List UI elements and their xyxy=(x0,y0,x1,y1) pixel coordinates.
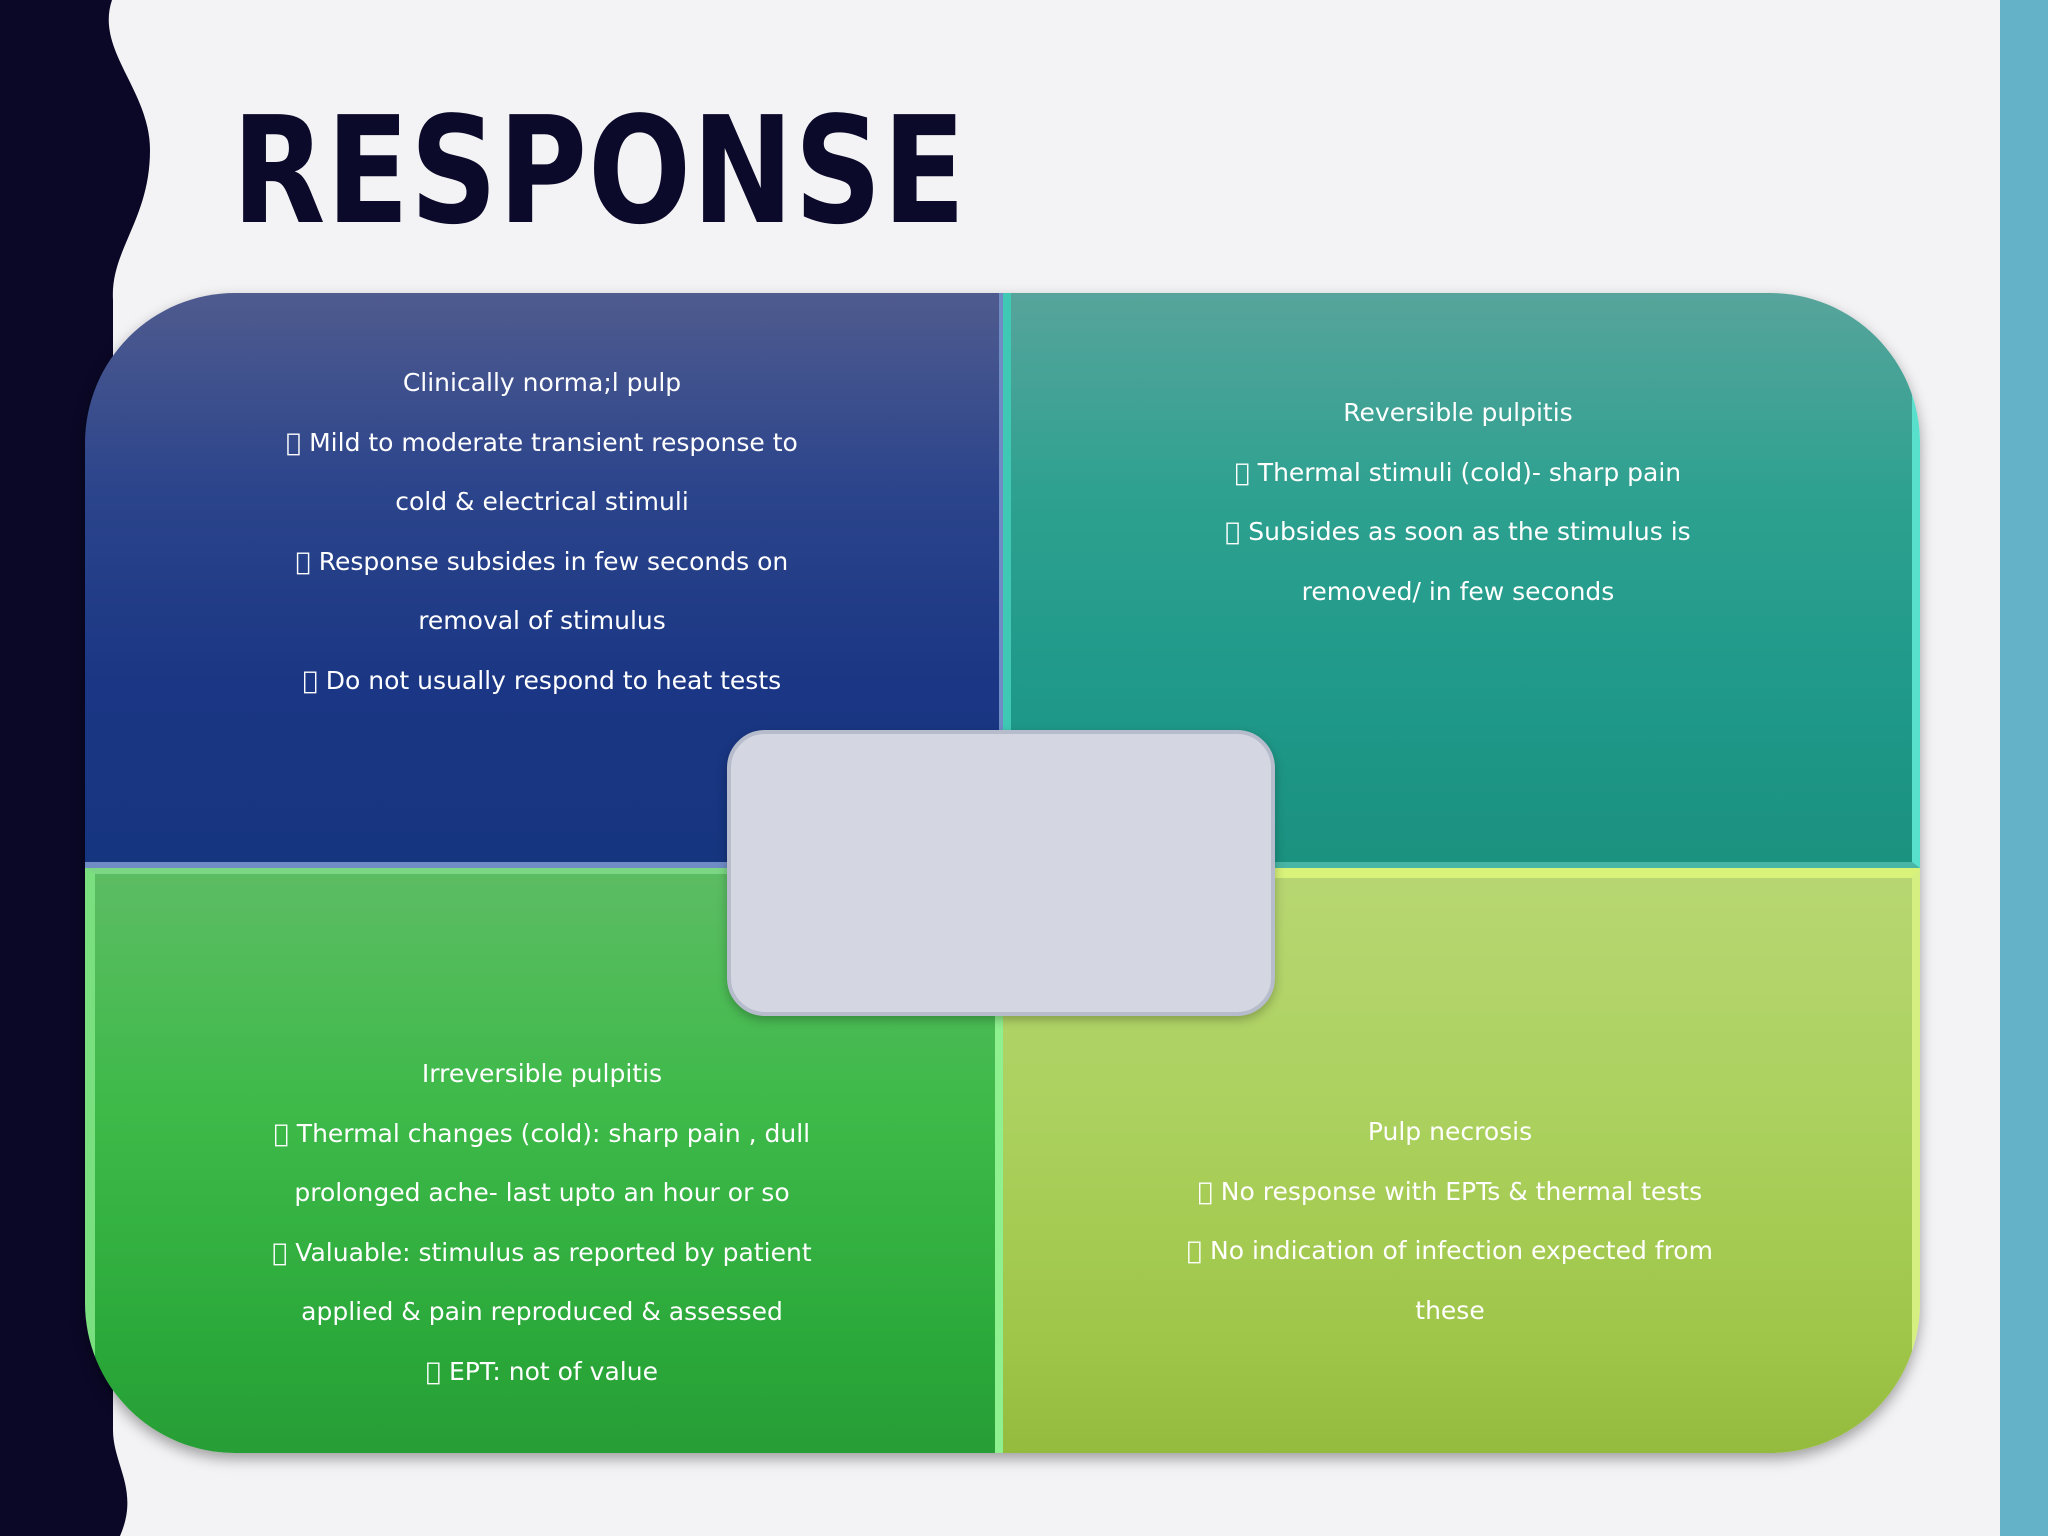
quadrant-line: removed/ in few seconds xyxy=(1301,576,1615,606)
quadrant-line:  EPT: not of value xyxy=(426,1356,658,1386)
quadrant-line: these xyxy=(1415,1295,1485,1325)
quadrant-heading: Clinically norma;l pulp xyxy=(402,368,682,397)
quadrant-text: Irreversible pulpitis  Thermal changes … xyxy=(162,1044,922,1401)
quadrant-line: removal of stimulus xyxy=(418,606,666,635)
quadrant-text: Clinically norma;l pulp  Mild to modera… xyxy=(162,353,922,710)
quadrant-line:  No indication of infection expected fr… xyxy=(1187,1236,1713,1265)
right-accent-stripe xyxy=(2000,0,2048,1536)
center-box xyxy=(727,730,1275,1016)
quadrant-line:  Subsides as soon as the stimulus is xyxy=(1225,517,1690,546)
quadrant-text: Reversible pulpitis  Thermal stimuli (c… xyxy=(1078,383,1838,621)
quadrant-line:  Thermal changes (cold): sharp pain , d… xyxy=(274,1118,810,1148)
quadrant-line:  Do not usually respond to heat tests xyxy=(303,665,781,695)
quadrant-line:  Thermal stimuli (cold)- sharp pain xyxy=(1235,457,1681,487)
quadrant-line: applied & pain reproduced & assessed xyxy=(301,1297,783,1326)
quadrant-line:  Response subsides in few seconds on xyxy=(296,546,788,576)
quadrant-line:  No response with EPTs & thermal tests xyxy=(1198,1176,1702,1206)
slide-title: RESPONSE xyxy=(232,85,967,257)
quadrant-text: Pulp necrosis  No response with EPTs & … xyxy=(1070,1102,1830,1340)
quadrant-line:  Valuable: stimulus as reported by pati… xyxy=(272,1237,811,1267)
quadrant-line: cold & electrical stimuli xyxy=(395,487,689,516)
quadrant-heading: Pulp necrosis xyxy=(1367,1117,1533,1146)
quadrant-heading: Reversible pulpitis xyxy=(1343,398,1573,427)
quadrant-heading: Irreversible pulpitis xyxy=(421,1059,663,1088)
quadrant-irreversible-pulpitis: Irreversible pulpitis  Thermal changes … xyxy=(85,868,1003,1453)
quadrant-line: prolonged ache- last upto an hour or so xyxy=(294,1178,790,1207)
quadrant-line:  Mild to moderate transient response to xyxy=(286,427,798,457)
